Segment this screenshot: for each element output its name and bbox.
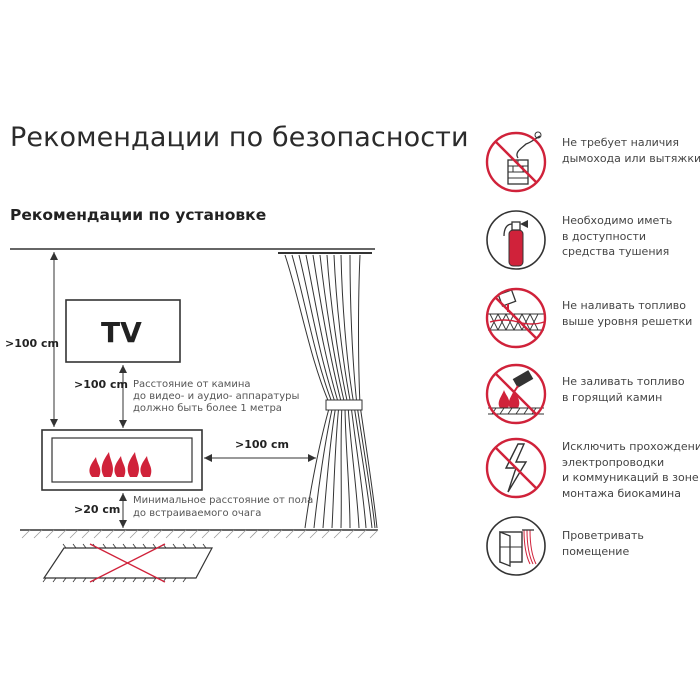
room-height-label: >100 cm	[5, 337, 59, 350]
rec-6-line-1: Проветривать	[562, 529, 644, 542]
tv-note-line-3: должно быть более 1 метра	[133, 403, 282, 414]
recommendation-item: Проветривать помещение	[484, 514, 700, 578]
recommendation-item: Не наливать топливо выше уровня решетки	[484, 286, 700, 350]
floor-hatch	[21, 529, 379, 539]
recommendation-item: Необходимо иметь в доступности средства …	[484, 208, 700, 272]
flames-icon	[89, 452, 152, 477]
installation-diagram: >100 cm TV >100 cm Расстояние от камина …	[5, 248, 379, 583]
rec-2-line-3: средства тушения	[562, 245, 670, 258]
rec-3-line-2: выше уровня решетки	[562, 314, 693, 328]
floor-distance-label: >20 cm	[74, 503, 120, 516]
ventilate-room-icon	[486, 516, 546, 576]
rec-5-line-3: и коммуникаций в зоне	[562, 471, 699, 484]
rec-3-line-1: Не наливать топливо	[562, 299, 686, 312]
floor-note-line-2: до встраиваемого очага	[133, 508, 261, 519]
rec-2-line-2: в доступности	[562, 229, 646, 243]
fire-extinguisher-icon	[486, 210, 546, 270]
rec-5-line-2: электропроводки	[562, 455, 665, 469]
recommendation-item: Не требует наличия дымохода или вытяжки	[484, 130, 700, 194]
tv-box	[65, 299, 181, 363]
page-title: Рекомендации по безопасности	[10, 122, 469, 153]
no-refuel-burning-icon	[485, 363, 547, 425]
rec-6-line-2: помещение	[562, 544, 630, 558]
tv-note-line-2: до видео- и аудио- аппаратуры	[133, 391, 299, 402]
rec-2-line-1: Необходимо иметь	[562, 214, 673, 227]
curtain-icon	[278, 252, 378, 529]
no-wiring-icon	[485, 437, 547, 499]
installation-subtitle: Рекомендации по установке	[10, 206, 267, 224]
tv-distance-label: >100 cm	[74, 378, 128, 391]
tv-label: TV	[101, 316, 142, 349]
rec-5-line-4: монтажа биокамина	[562, 486, 681, 500]
no-chimney-icon	[485, 131, 547, 193]
floor-note-line-1: Минимальное расстояние от пола	[133, 495, 313, 506]
no-overfill-icon	[485, 287, 547, 349]
rec-4-line-2: в горящий камин	[562, 390, 663, 404]
tv-note-line-1: Расстояние от камина	[133, 379, 250, 390]
rec-1-line-2: дымохода или вытяжки	[562, 151, 700, 165]
rec-4-line-1: Не заливать топливо	[562, 375, 685, 388]
rec-5-line-1: Исключить прохождение	[562, 440, 700, 453]
no-rug-icon	[42, 543, 213, 583]
recommendation-item: Не заливать топливо в горящий камин	[484, 362, 700, 426]
side-distance-label: >100 cm	[235, 438, 289, 451]
rec-1-line-1: Не требует наличия	[562, 136, 680, 149]
recommendation-item: Исключить прохождение электропроводки и …	[484, 436, 700, 500]
